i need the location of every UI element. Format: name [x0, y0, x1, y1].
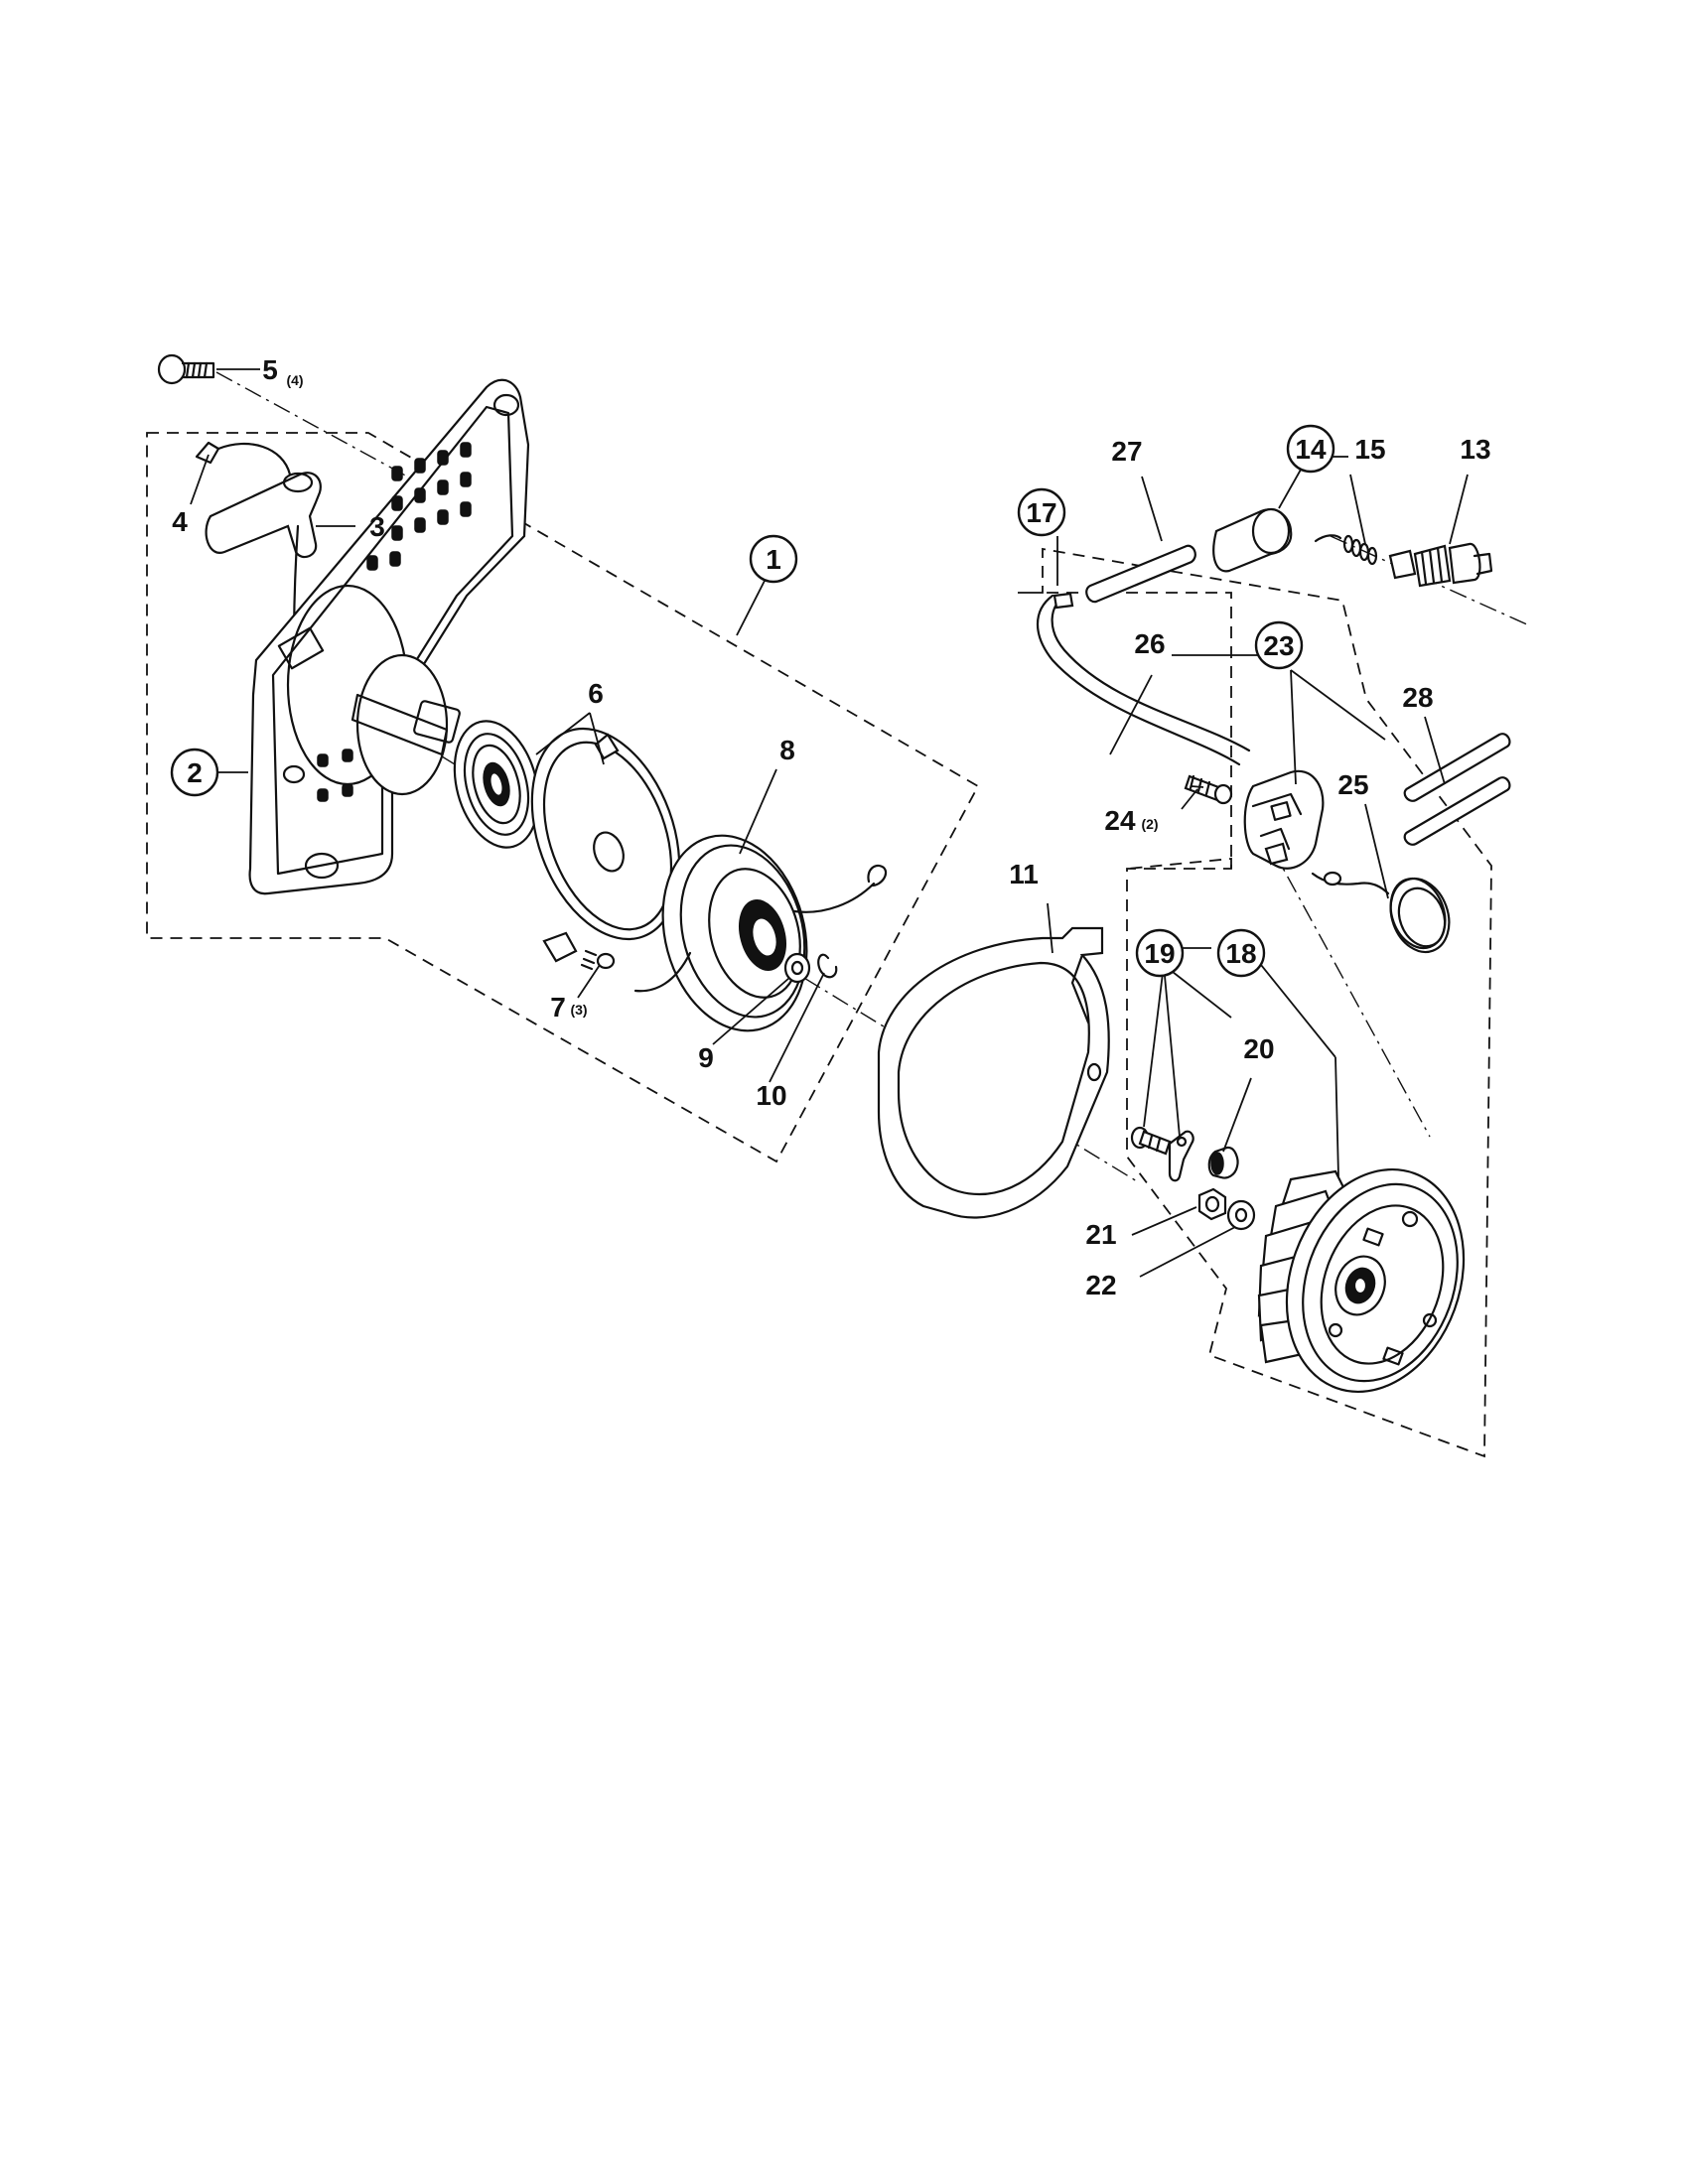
recoil-spring-part-6 — [453, 720, 540, 849]
callout-circle-17 — [1017, 487, 1066, 537]
callout-circle-18 — [1216, 928, 1266, 978]
ignition-lead-part-26 — [1036, 592, 1251, 766]
spark-plug-boot-part-14 — [1212, 507, 1293, 573]
ignition-axis — [1255, 818, 1431, 1138]
clip-part-10 — [817, 953, 838, 979]
callout-18: 18 — [1225, 938, 1256, 969]
boot-tube-part-27 — [1085, 544, 1196, 604]
callout-circle-23 — [1254, 620, 1304, 670]
screw-axis — [215, 371, 517, 537]
starter-assembly-boundary — [146, 432, 980, 1163]
pawl-spring-part-20 — [1207, 1146, 1239, 1179]
callout-25: 25 — [1337, 769, 1368, 800]
callout-19: 19 — [1144, 938, 1175, 969]
callout-1: 1 — [766, 544, 781, 575]
callout-7-qty: (3) — [570, 1002, 587, 1018]
callout-26: 26 — [1134, 628, 1165, 659]
screw-part-7 — [580, 949, 616, 971]
callout-21: 21 — [1085, 1219, 1116, 1250]
callout-17: 17 — [1026, 497, 1056, 528]
callout-28: 28 — [1402, 682, 1433, 713]
callout-4: 4 — [172, 506, 188, 537]
ignition-module-part-23 — [1243, 769, 1325, 870]
callout-13: 13 — [1460, 434, 1490, 465]
spring-cover-part-6 — [530, 727, 681, 963]
callout-22: 22 — [1085, 1270, 1116, 1300]
callout-2: 2 — [187, 757, 203, 788]
starter-housing-part-2 — [248, 378, 530, 895]
screw-part-5 — [157, 353, 215, 385]
starter-handle-part-3 — [205, 472, 322, 647]
washer-part-22 — [1226, 1199, 1256, 1231]
callout-24: 24 — [1104, 805, 1136, 836]
washer-part-9 — [783, 952, 811, 984]
spark-plug-part-13 — [1388, 542, 1493, 588]
housing-grille — [317, 442, 472, 802]
callout-6: 6 — [588, 678, 604, 709]
callout-14: 14 — [1295, 434, 1327, 465]
callout-5-qty: (4) — [286, 372, 303, 388]
flywheel-part-18 — [1257, 1167, 1466, 1394]
nut-part-21 — [1197, 1187, 1227, 1221]
ground-wire-part-25 — [1311, 871, 1451, 954]
callout-circle-1 — [749, 534, 798, 584]
callout-15: 15 — [1354, 434, 1385, 465]
pawl-part-19 — [1168, 1130, 1194, 1182]
callout-11: 11 — [1009, 859, 1039, 889]
callout-circle-19 — [1135, 928, 1185, 978]
callout-3: 3 — [369, 511, 385, 542]
screw-part-24 — [1184, 774, 1233, 805]
callout-7: 7 — [550, 992, 566, 1023]
callout-23: 23 — [1263, 630, 1294, 661]
callout-20: 20 — [1243, 1033, 1274, 1064]
terminal-spring-part-15 — [1314, 534, 1378, 566]
leader-lines — [190, 368, 1469, 1278]
callout-9: 9 — [698, 1042, 714, 1073]
sleeves-part-28 — [1403, 733, 1511, 846]
fan-shroud-part-11 — [877, 926, 1110, 1219]
callout-circle-2 — [170, 748, 219, 797]
pawl-bolt-part-19 — [1130, 1126, 1172, 1156]
ignition-sub-boundary — [1127, 858, 1232, 870]
rope-pulley-part-8 — [633, 834, 888, 1032]
callout-8: 8 — [779, 735, 795, 765]
callout-24-qty: (2) — [1141, 816, 1158, 832]
rope-clip-part-4 — [195, 441, 292, 477]
callout-27: 27 — [1111, 436, 1142, 467]
callout-5: 5 — [262, 354, 278, 385]
callout-10: 10 — [756, 1080, 786, 1111]
callout-circle-14 — [1286, 424, 1335, 474]
